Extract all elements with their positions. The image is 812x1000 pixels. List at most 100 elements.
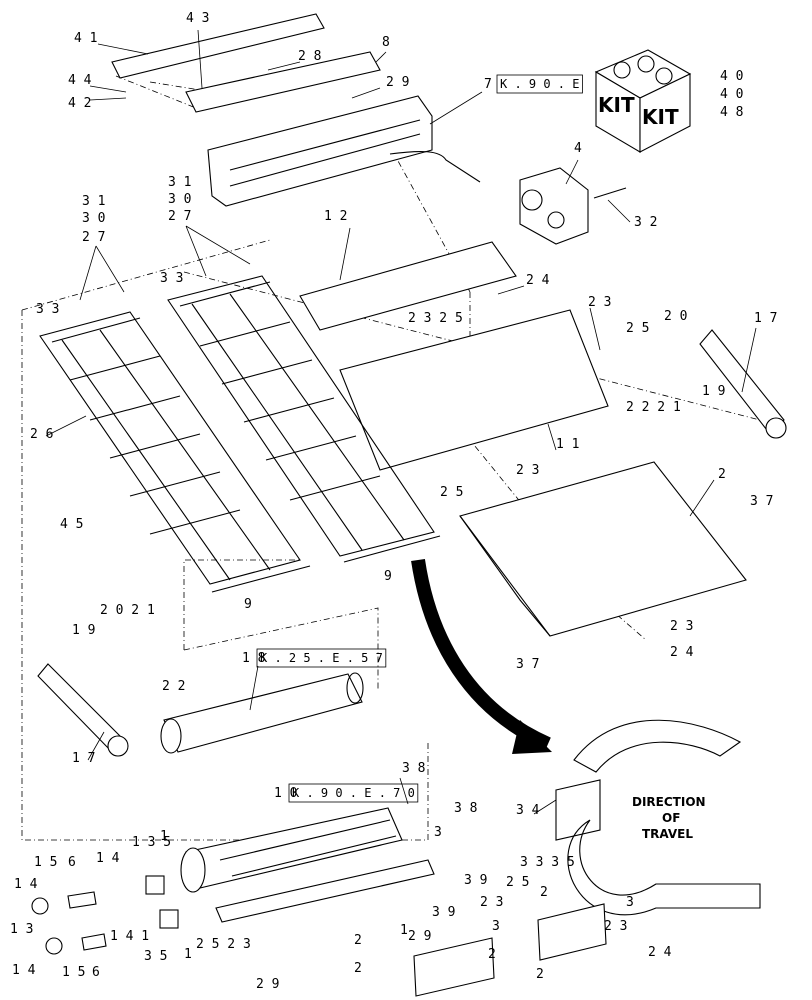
part-callout: 6 [68, 855, 76, 870]
part-callout: 2 3 [670, 619, 693, 634]
part-callout: 2 5 [506, 875, 529, 890]
part-callout: 2 3 [588, 295, 611, 310]
slat [343, 535, 441, 563]
part-callout: 1 7 [754, 311, 777, 326]
part-callout: 2 [354, 933, 362, 948]
part-callout: 3 9 [464, 873, 487, 888]
part-callout: 1 1 [556, 437, 579, 452]
wear-plate-left [413, 937, 495, 997]
reference-label: K . 2 5 . E . 5 7 [260, 651, 383, 665]
part-callout: 2 7 [82, 230, 105, 245]
part-callout: 7 [484, 77, 492, 92]
roller [160, 672, 364, 754]
wear-plate-right [537, 903, 607, 961]
part-callout: 2 3 [516, 463, 539, 478]
part-callout: 4 1 [74, 31, 97, 46]
part-callout: 2 4 [670, 645, 694, 660]
part-callout: 3 [626, 895, 634, 910]
part-callout: 1 5 [34, 855, 57, 870]
part-callout: 1 0 [274, 786, 297, 801]
alignment-frame-upper [21, 239, 429, 841]
reference-box [256, 648, 387, 668]
direction-text-3: TRAVEL [642, 827, 693, 841]
part-callout: 1 [160, 829, 168, 844]
part-callout: 3 8 [454, 801, 477, 816]
part-callout: 2 9 [256, 977, 279, 992]
part-callout: 3 4 [516, 803, 540, 818]
part-callout: 2 [536, 967, 544, 982]
direction-text-1: DIRECTION [632, 795, 706, 809]
part-callout: 9 [244, 597, 252, 612]
part-callout: 3 7 [516, 657, 539, 672]
part-callout: 1 4 [14, 877, 38, 892]
part-callout: 2 3 2 5 [408, 311, 463, 326]
floor-shield [339, 309, 609, 471]
part-callout: 1 3 [10, 922, 33, 937]
part-callout: 2 0 [664, 309, 687, 324]
part-callout: 3 3 [36, 302, 59, 317]
drive-housing [207, 95, 433, 207]
gearbox [519, 167, 627, 245]
part-callout: 4 0 [720, 69, 743, 84]
part-callout: 2 [718, 467, 726, 482]
reference-label: K . 9 0 . E [500, 77, 579, 91]
side-plate [185, 51, 381, 113]
reference-label: K . 9 0 . E . 7 0 [292, 786, 415, 800]
part-callout: 3 5 [144, 949, 167, 964]
part-callout: 1 [400, 923, 408, 938]
part-callout: 1 2 [324, 209, 347, 224]
drive-shaft [215, 859, 435, 923]
upper-shield [299, 241, 517, 331]
part-callout: 1 4 1 [110, 929, 149, 944]
part-callout: 1 7 [72, 751, 95, 766]
part-callout: 1 3 5 [132, 835, 171, 850]
part-callout: 3 1 [168, 175, 191, 190]
part-callout: 2 2 [162, 679, 185, 694]
kit-label-left: KIT [598, 93, 635, 117]
part-callout: 4 3 [186, 11, 209, 26]
part-callout: 4 4 [68, 73, 92, 88]
part-callout: 1 [184, 947, 192, 962]
part-callout: 4 2 [68, 96, 91, 111]
chain-link-detail [555, 719, 761, 916]
slat [211, 565, 311, 593]
bearing-assembly [31, 875, 179, 955]
kit-box: KIT KIT [594, 49, 692, 153]
part-callout: 3 7 [750, 494, 773, 509]
part-callout: 3 2 [634, 215, 657, 230]
reference-layer: K . 9 0 . E K . 2 5 . E . 5 7 K . 9 0 . E … [256, 74, 583, 803]
part-callout: 2 5 2 3 [196, 937, 251, 952]
conveyor-chain-left [39, 311, 301, 585]
alignment-line-top [115, 75, 201, 110]
crank-handle [389, 150, 481, 183]
arrow-head [512, 720, 552, 754]
lower-panel [459, 461, 747, 637]
part-callout: 2 9 [386, 75, 409, 90]
alignment-frame-roller [183, 607, 379, 690]
part-callout: 2 8 [298, 49, 321, 64]
part-callout: 3 [492, 919, 500, 934]
part-callout: 2 6 [30, 427, 53, 442]
part-callout: 2 4 [648, 945, 672, 960]
conveyor-chain-right [167, 275, 435, 557]
part-callout: 4 8 [720, 105, 743, 120]
part-callout: 2 2 2 1 [626, 400, 681, 415]
part-callout: 3 0 [168, 192, 191, 207]
direction-text-2: OF [662, 811, 680, 825]
part-callout: 2 [354, 961, 362, 976]
part-callout: 4 [574, 141, 582, 156]
part-callout: 3 8 [402, 761, 425, 776]
part-callout: 1 5 [62, 965, 85, 980]
part-callout: 1 8 [242, 651, 265, 666]
part-callout: 1 4 [96, 851, 120, 866]
part-callout: 2 [540, 885, 548, 900]
part-callout: 2 0 2 1 [100, 603, 155, 618]
part-callout: 2 9 [408, 929, 431, 944]
part-callout: 2 [488, 947, 496, 962]
part-callout: 3 1 [82, 194, 105, 209]
pivot-arm-right [699, 329, 785, 435]
alignment-frame-mid [183, 271, 761, 650]
part-callout: 3 0 [82, 211, 105, 226]
